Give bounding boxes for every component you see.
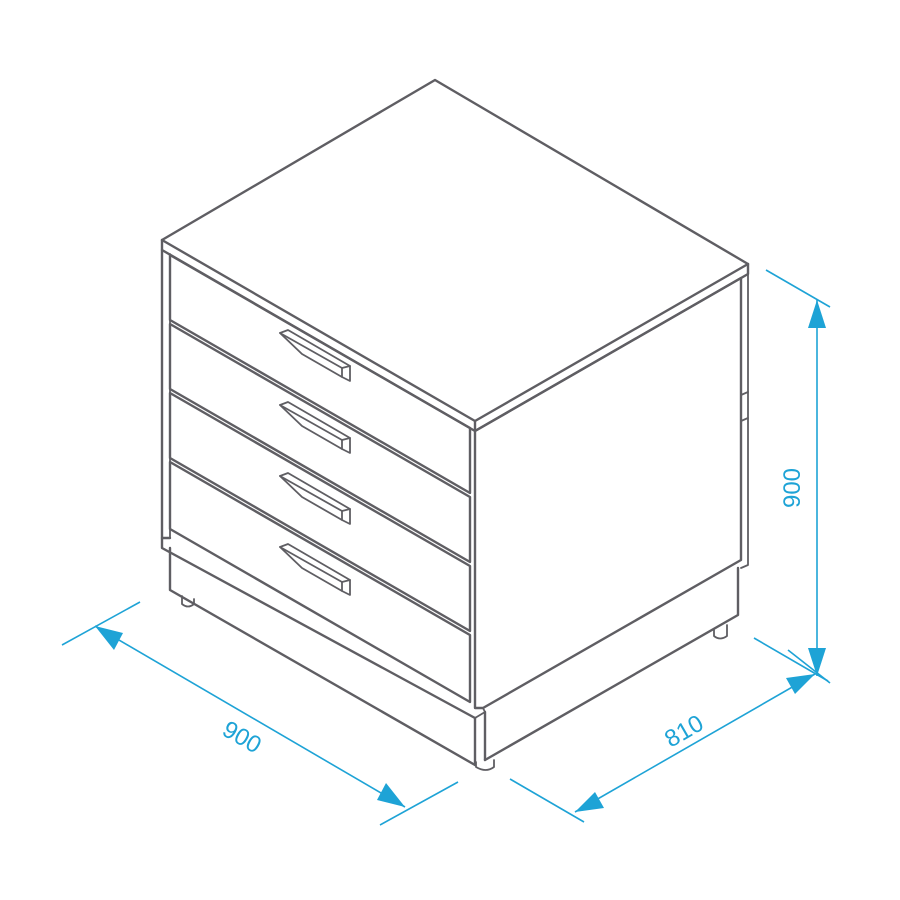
drawer-4	[168, 460, 472, 704]
drawer-handle	[279, 472, 351, 525]
depth-extension-line-left	[509, 778, 585, 823]
foot-front-center	[475, 759, 495, 771]
cabinet-feet	[181, 595, 728, 771]
drawer-handle	[279, 401, 351, 454]
cabinet-top-edge-front	[160, 238, 477, 433]
depth-arrow-end	[786, 674, 815, 694]
cabinet-top-edge-side	[473, 262, 750, 433]
height-extension-line-top	[765, 269, 831, 308]
width-arrow-end	[377, 783, 405, 807]
drawer-handle	[279, 329, 351, 382]
depth-dimension-line	[574, 673, 816, 813]
height-arrow-bottom	[808, 648, 826, 676]
height-label: 900	[779, 468, 806, 508]
right-panel-back-edge	[740, 273, 749, 569]
drawer-handle	[279, 543, 351, 596]
depth-label: 810	[660, 710, 708, 753]
cabinet	[160, 78, 750, 771]
cabinet-base	[160, 536, 740, 767]
drawer-front	[168, 460, 472, 704]
right-panel-top-edge	[740, 273, 749, 279]
drawer-front	[168, 391, 472, 633]
drawer-1	[168, 253, 472, 495]
dimension-width: 900	[61, 601, 459, 826]
depth-extension-line-right	[753, 637, 829, 682]
drawer-front	[168, 322, 472, 564]
base-side-face	[483, 566, 740, 762]
cabinet-right-side	[473, 276, 743, 710]
width-extension-line-right	[379, 781, 459, 826]
drawer-front	[168, 253, 472, 495]
base-corner-cap	[474, 711, 486, 719]
height-extension-line-bottom	[787, 649, 831, 684]
base-corner-joint	[482, 707, 486, 713]
right-panel-joint-upper	[740, 391, 749, 396]
drawer-2	[168, 322, 472, 564]
height-arrow-top	[808, 300, 826, 328]
foot-front-left	[181, 595, 195, 608]
dimension-height: 900	[765, 269, 831, 684]
width-extension-line-left	[61, 601, 141, 646]
foot-back-right	[713, 624, 728, 640]
drawer-3	[168, 391, 472, 633]
base-top-edge	[160, 536, 477, 720]
width-arrow-start	[95, 626, 123, 650]
width-dimension-line	[94, 625, 406, 808]
right-panel-joint-lower	[740, 417, 749, 422]
base-front-face	[168, 546, 477, 767]
depth-arrow-start	[575, 792, 604, 812]
